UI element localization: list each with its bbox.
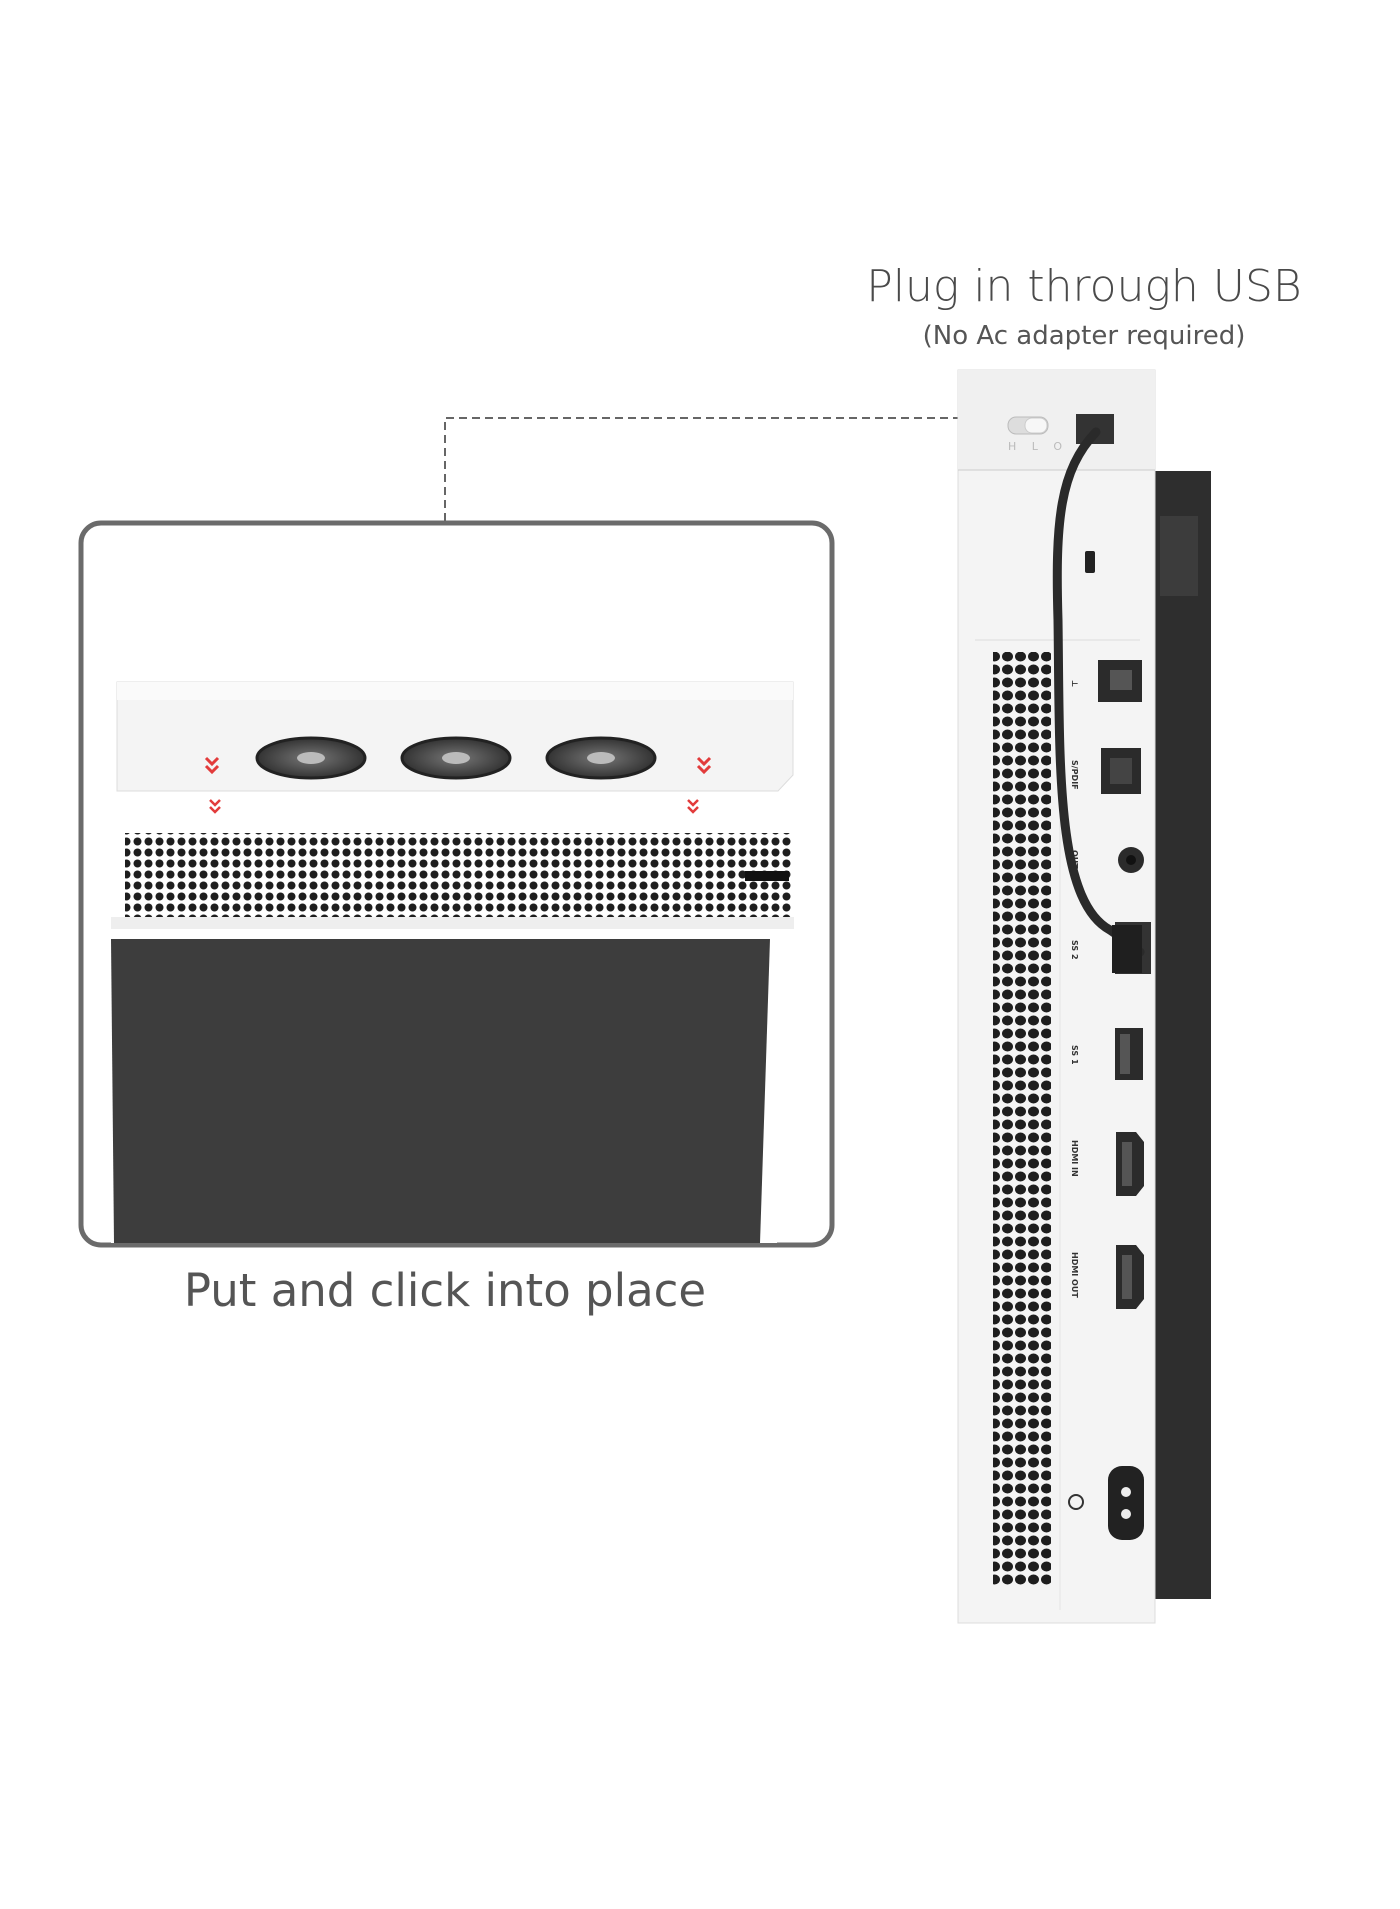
console-dark-panel (111, 939, 770, 1243)
usb2-label: SS 2 (1070, 940, 1079, 960)
heading-title: Plug in through USB (866, 261, 1301, 312)
console-side-vents (993, 652, 1051, 1587)
console-rear: H L O ⊥ S/PDIF OUT SS 2 SS 1 HDMI IN HDM… (957, 369, 1211, 1624)
fan-icon (400, 736, 512, 780)
caption: Put and click into place (184, 1264, 706, 1317)
cooling-fan-unit (116, 681, 794, 814)
fan-icon (255, 736, 367, 780)
usb1-label: SS 1 (1070, 1045, 1079, 1065)
power-switch: H L O (1007, 416, 1068, 453)
spdif-label: S/PDIF (1070, 760, 1079, 790)
power-port (1108, 1466, 1144, 1540)
hdmi-out-label: HDMI OUT (1070, 1252, 1079, 1298)
console-top-vents (125, 833, 791, 917)
svg-text:⊥: ⊥ (1070, 680, 1079, 687)
fan-icon (545, 736, 657, 780)
callout-box (78, 520, 835, 1248)
hdmi-in-label: HDMI IN (1070, 1140, 1079, 1177)
arrow-down-icon (204, 756, 712, 775)
leader-line (444, 413, 979, 521)
arrow-down-icon (209, 799, 699, 814)
xbox-logo-icon (1068, 1494, 1084, 1510)
heading-subtitle: (No Ac adapter required) (923, 321, 1246, 351)
switch-labels: H L O (1008, 440, 1068, 453)
console-dark-side (1155, 471, 1211, 1599)
